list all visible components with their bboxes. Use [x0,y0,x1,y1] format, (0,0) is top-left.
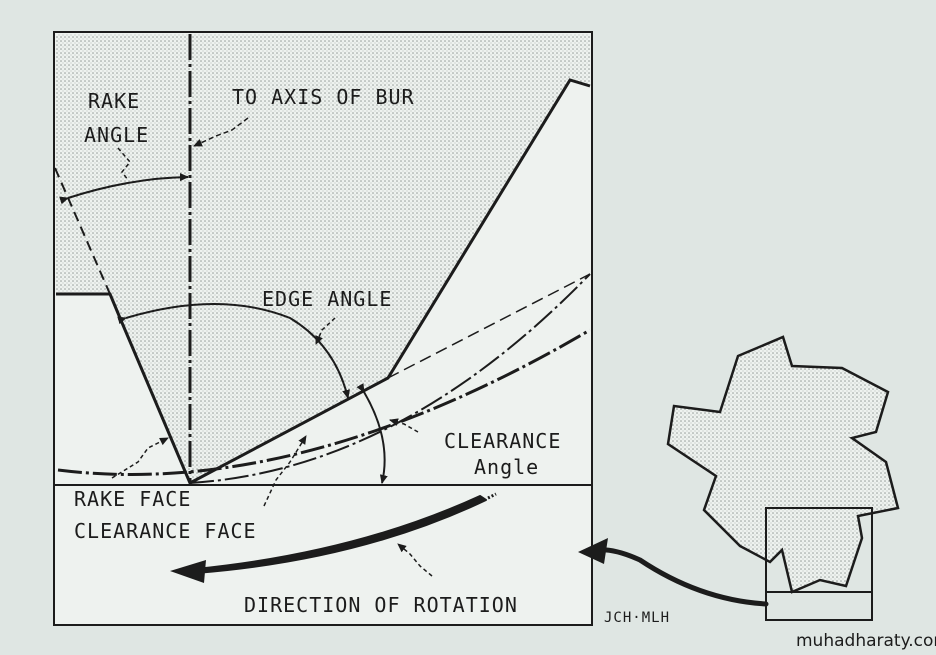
edge-angle-label: EDGE ANGLE [262,287,392,311]
bur-cross-section [666,335,900,594]
clearance-angle-label: Angle [474,455,539,479]
angle-label: ANGLE [84,123,149,147]
clearance-angle-leader [389,418,419,433]
bur-circumference-outer [57,328,591,476]
clearance-face-leader [263,435,307,507]
connector-arrow [593,547,769,607]
signature: JCH·MLH [604,610,670,626]
rotation-arrow-head [170,560,206,583]
clearance-label: CLEARANCE [444,429,561,453]
to-axis-label: TO AXIS OF BUR [232,85,415,109]
connector-arrow-head [578,538,608,564]
edge-angle-leader [315,317,336,345]
rake-angle-leader [117,147,131,181]
axis-leader [193,117,249,147]
watermark: muhadharaty.com [796,631,936,651]
detail-box [765,507,873,621]
clearance-extension-line [387,273,591,379]
clearance-face-label: CLEARANCE FACE [74,519,257,543]
rake-angle-arc [59,173,189,205]
clearance-angle-arc [356,383,388,484]
rake-face-label: RAKE FACE [74,487,191,511]
rake-label: RAKE [88,89,140,113]
direction-of-rotation-label: DIRECTION OF ROTATION [244,593,518,617]
edge-angle-arc [117,303,350,399]
rake-face-leader [111,437,169,479]
rotation-arrow-tail [487,492,497,500]
rotation-leader [397,543,433,577]
